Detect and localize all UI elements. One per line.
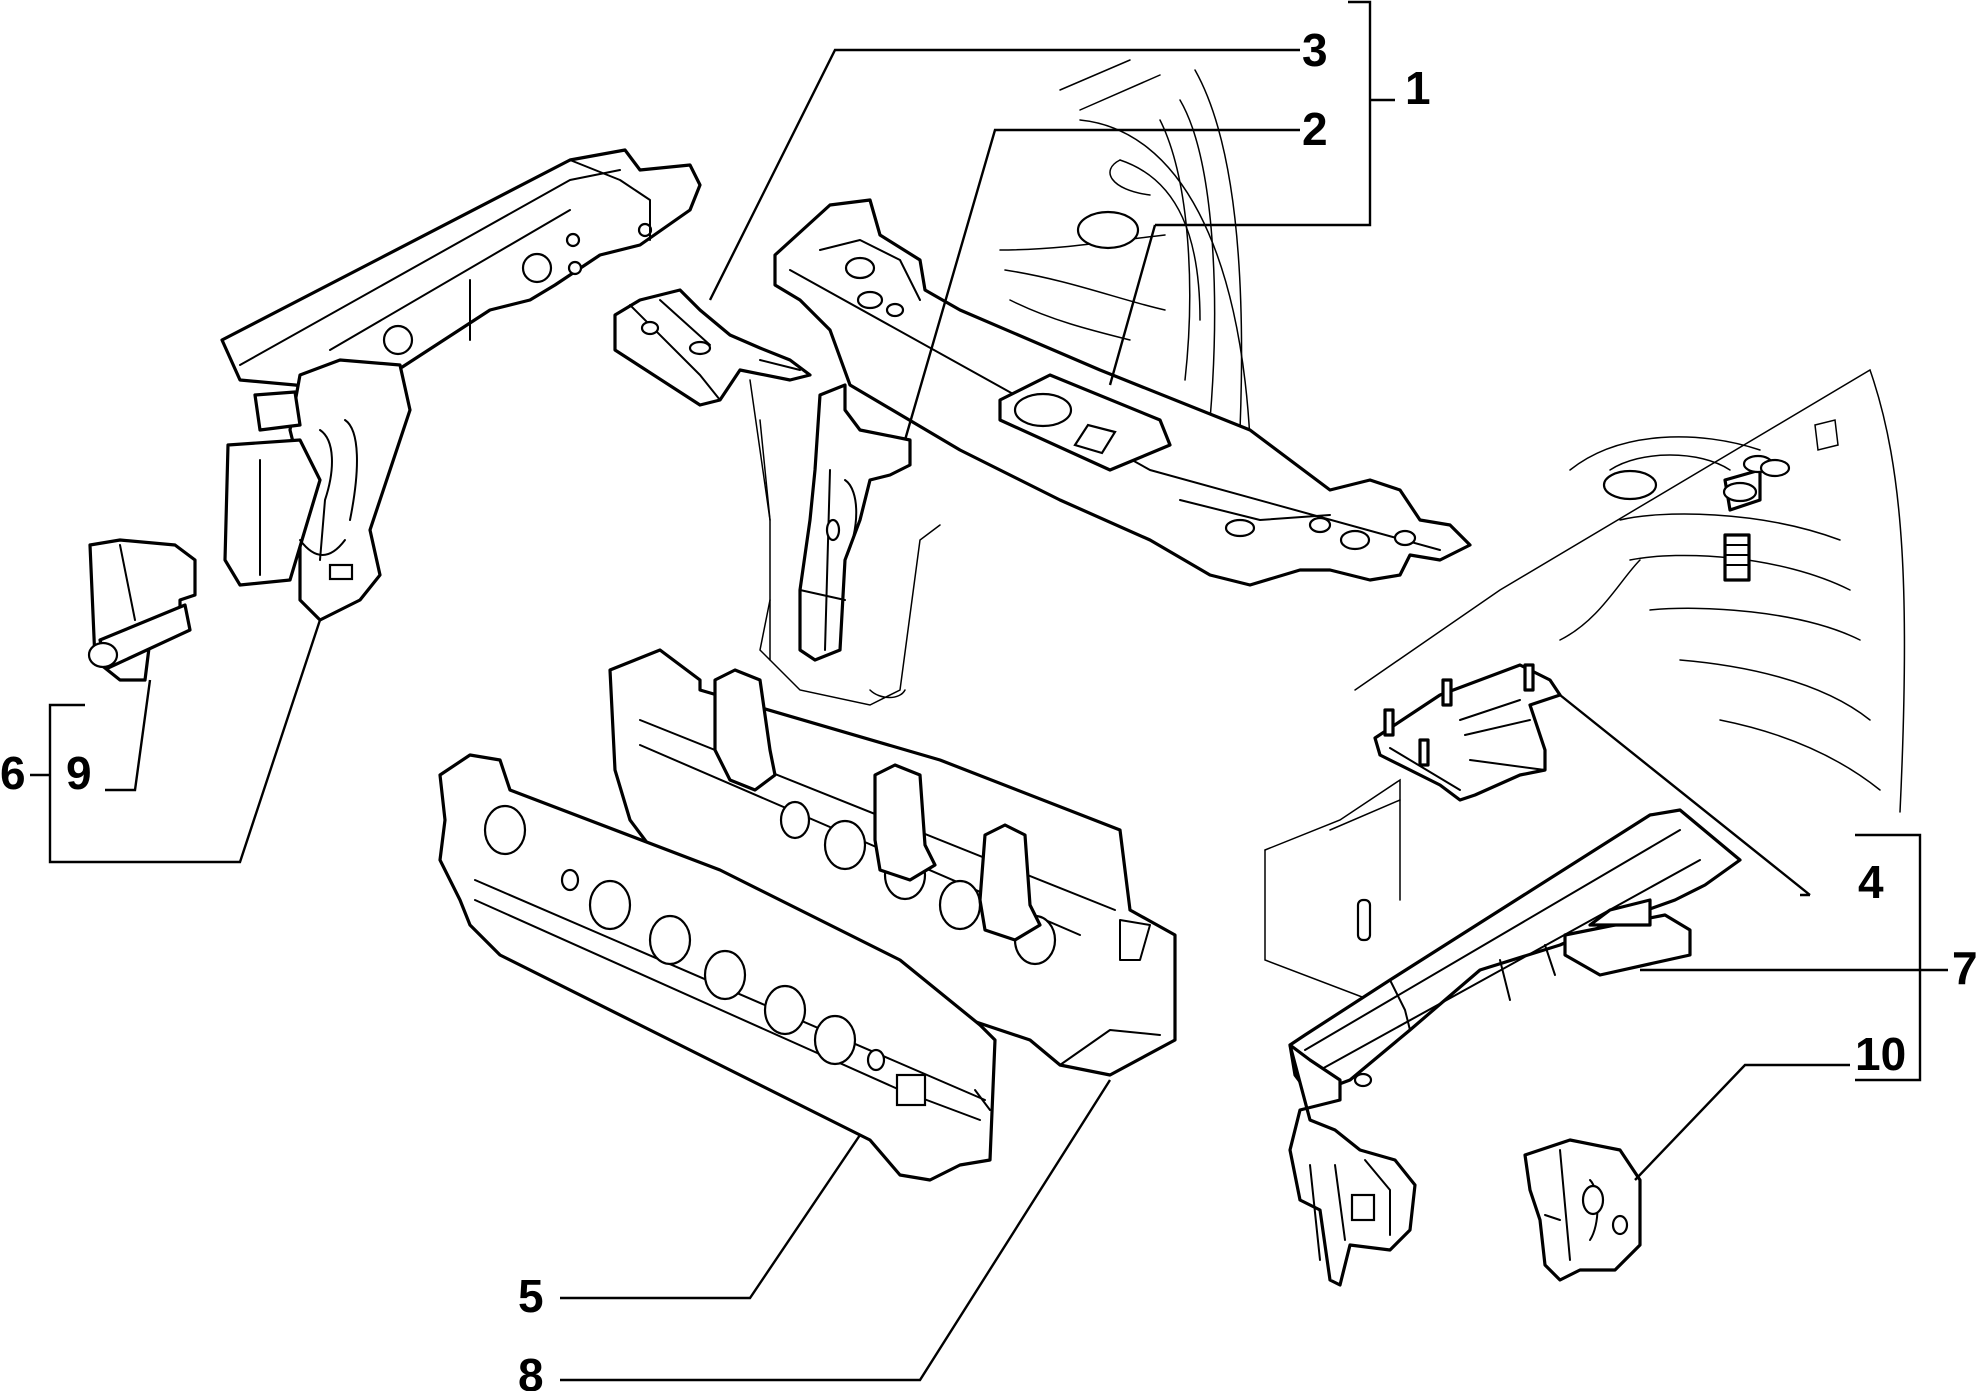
part-4-mount: [1373, 663, 1562, 802]
callout-10: 10: [1855, 1028, 1906, 1080]
callout-3: 3: [1302, 24, 1328, 76]
left-front-bracket: [223, 358, 412, 622]
left-tow-hook-bracket: [87, 538, 197, 682]
callout-4: 4: [1858, 856, 1884, 908]
callout-1: 1: [1405, 62, 1431, 114]
body-shell-center-outline: [749, 379, 941, 706]
part-2-bracket: [798, 383, 912, 662]
right-inner-panel: [1264, 778, 1401, 1001]
callout-2: 2: [1302, 103, 1328, 155]
right-side-rail: [1288, 808, 1742, 1097]
callout-7: 7: [1952, 942, 1978, 994]
right-front-bracket: [1288, 1043, 1417, 1287]
body-shell-top-outline: [999, 59, 1251, 441]
callout-6: 6: [0, 747, 26, 799]
callout-5: 5: [518, 1270, 544, 1322]
rear-crossmember: [608, 648, 1177, 1077]
front-crossmember: [438, 753, 997, 1182]
callout-8: 8: [518, 1349, 544, 1391]
quarter-panel-outline: [1354, 368, 1906, 813]
part-10-bracket: [1523, 1138, 1642, 1282]
part-3-bracket: [613, 288, 812, 407]
callout-9: 9: [66, 747, 92, 799]
callout-labels: 1 2 3 4 5 6 7 8 9 10: [0, 24, 1978, 1391]
top-crossmember: [773, 198, 1472, 587]
callout-leaders: [30, 0, 1948, 1382]
